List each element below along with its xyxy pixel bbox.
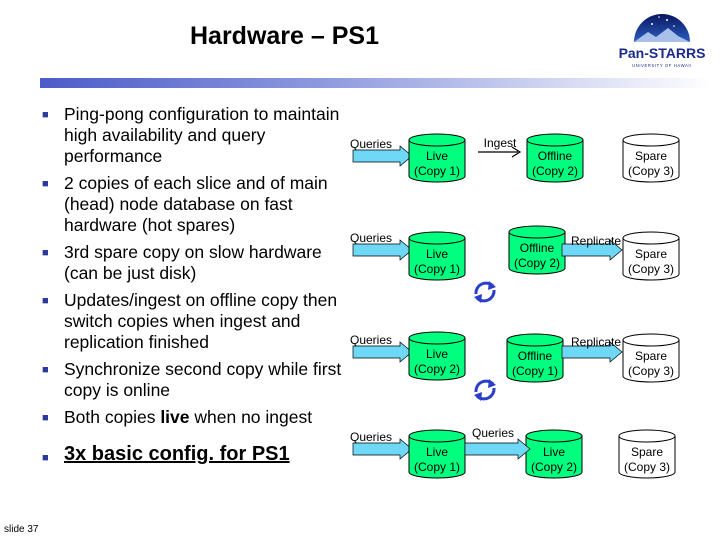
database-cylinder-icon	[408, 139, 466, 183]
database-cylinder-top	[622, 133, 680, 147]
database-cylinder-icon	[408, 435, 466, 479]
logo-subtitle: UNIVERSITY OF HAWAII	[632, 63, 692, 68]
database-cylinder-top	[525, 429, 583, 443]
bullet-marker-icon: ■	[42, 178, 49, 190]
database-title: Spare	[635, 247, 667, 261]
database-copy-label: (Copy 3)	[628, 262, 674, 276]
database-cylinder-icon	[506, 339, 564, 383]
database-title: Live	[543, 445, 565, 459]
database-cylinder-top	[622, 333, 680, 347]
bullet-text: Synchronize second copy while first copy…	[64, 359, 342, 400]
database-cylinder-top	[508, 225, 566, 239]
ingest-label: Ingest	[484, 136, 517, 150]
queries-label: Queries	[350, 231, 392, 245]
queries-arrow	[352, 341, 413, 363]
database-copy-label: (Copy 2)	[531, 460, 577, 474]
bullet-text-before: Both copies	[64, 407, 161, 427]
database-cylinder-top	[408, 331, 466, 345]
bullet-marker-icon: ■	[42, 247, 49, 259]
database-copy-label: (Copy 3)	[628, 364, 674, 378]
bullet-item: ■ Both copies live when no ingest	[40, 407, 360, 428]
queries-arrow	[352, 145, 413, 167]
logo-text: Pan-STARRS	[619, 45, 706, 61]
database-cylinder-top	[408, 133, 466, 147]
bullet-text: Ping-pong configuration to maintain high…	[64, 104, 340, 166]
database-cylinder-icon	[525, 435, 583, 479]
database-cylinder-icon	[622, 339, 680, 383]
database-copy-label: (Copy 2)	[514, 256, 560, 270]
database-copy-label: (Copy 3)	[624, 460, 670, 474]
bullet-item: ■ 3rd spare copy on slow hardware (can be…	[40, 242, 360, 284]
swap-cycle-arrowhead	[474, 392, 482, 401]
slide-title: Hardware – PS1	[190, 22, 379, 50]
swap-cycle-arrowhead	[488, 281, 496, 290]
database-title: Live	[426, 149, 448, 163]
title-underline-bar	[40, 78, 712, 88]
bullet-item: ■ Synchronize second copy while first cop…	[40, 359, 360, 401]
bullet-marker-icon: ■	[42, 364, 49, 376]
queries-arrow	[464, 438, 531, 460]
database-cylinder-icon	[526, 139, 584, 183]
database-cylinder-top	[622, 231, 680, 245]
bullet-text: Updates/ingest on offline copy then swit…	[64, 290, 338, 352]
queries-arrow	[352, 438, 413, 460]
database-title: Live	[426, 347, 448, 361]
database-cylinder-top	[618, 429, 676, 443]
bullet-text: 2 copies of each slice and of main (head…	[64, 173, 328, 235]
queries-label: Queries	[472, 426, 514, 440]
queries-label: Queries	[350, 137, 392, 151]
bullet-marker-icon: ■	[42, 412, 49, 424]
database-cylinder-icon	[618, 435, 676, 479]
database-title: Offline	[518, 349, 553, 363]
database-cylinder-top	[526, 133, 584, 147]
database-cylinder-icon	[508, 231, 566, 275]
queries-arrow	[352, 239, 413, 261]
bullet-item: ■ Updates/ingest on offline copy then swi…	[40, 290, 360, 353]
database-title: Live	[426, 445, 448, 459]
swap-cycle-arrowhead	[488, 379, 496, 388]
bullet-text-after: when no ingest	[189, 407, 313, 427]
bullet-text: 3rd spare copy on slow hardware (can be …	[64, 242, 322, 283]
database-title: Offline	[538, 149, 573, 163]
bullet-marker-icon: ■	[42, 452, 49, 464]
database-title: Spare	[635, 149, 667, 163]
pan-starrs-logo: Pan-STARRS UNIVERSITY OF HAWAII	[619, 14, 706, 68]
database-title: Spare	[635, 349, 667, 363]
database-title: Spare	[631, 445, 663, 459]
replicate-label: Replicate	[571, 335, 621, 349]
queries-label: Queries	[350, 430, 392, 444]
bullet-list: ■ Ping-pong configuration to maintain hig…	[40, 104, 360, 471]
replicate-arrow	[561, 341, 623, 363]
database-copy-label: (Copy 1)	[512, 364, 558, 378]
database-copy-label: (Copy 1)	[414, 262, 460, 276]
bullet-marker-icon: ■	[42, 295, 49, 307]
database-cylinder-icon	[408, 337, 466, 381]
database-cylinder-icon	[622, 237, 680, 281]
queries-label: Queries	[350, 333, 392, 347]
bullet-text-bold: live	[160, 407, 190, 427]
database-copy-label: (Copy 1)	[414, 164, 460, 178]
database-title: Live	[426, 247, 448, 261]
database-cylinder-icon	[622, 139, 680, 183]
bullet-item: ■ 2 copies of each slice and of main (hea…	[40, 173, 360, 236]
database-cylinder-icon	[408, 237, 466, 281]
replicate-arrow	[561, 239, 623, 261]
database-cylinder-top	[408, 231, 466, 245]
bullet-item: ■ Ping-pong configuration to maintain hig…	[40, 104, 360, 167]
database-cylinder-top	[506, 333, 564, 347]
database-copy-label: (Copy 2)	[532, 164, 578, 178]
database-cylinder-top	[408, 429, 466, 443]
database-title: Offline	[520, 241, 555, 255]
ingest-arrow	[478, 146, 522, 158]
replicate-label: Replicate	[571, 234, 621, 248]
summary-text: 3x basic config. for PS1	[64, 443, 290, 465]
database-copy-label: (Copy 1)	[414, 460, 460, 474]
swap-cycle-arrowhead	[474, 294, 482, 303]
database-copy-label: (Copy 2)	[414, 362, 460, 376]
bullet-marker-icon: ■	[42, 109, 49, 121]
summary-bullet: ■ 3x basic config. for PS1	[40, 444, 360, 465]
slide-number: slide 37	[4, 524, 39, 535]
database-copy-label: (Copy 3)	[628, 164, 674, 178]
